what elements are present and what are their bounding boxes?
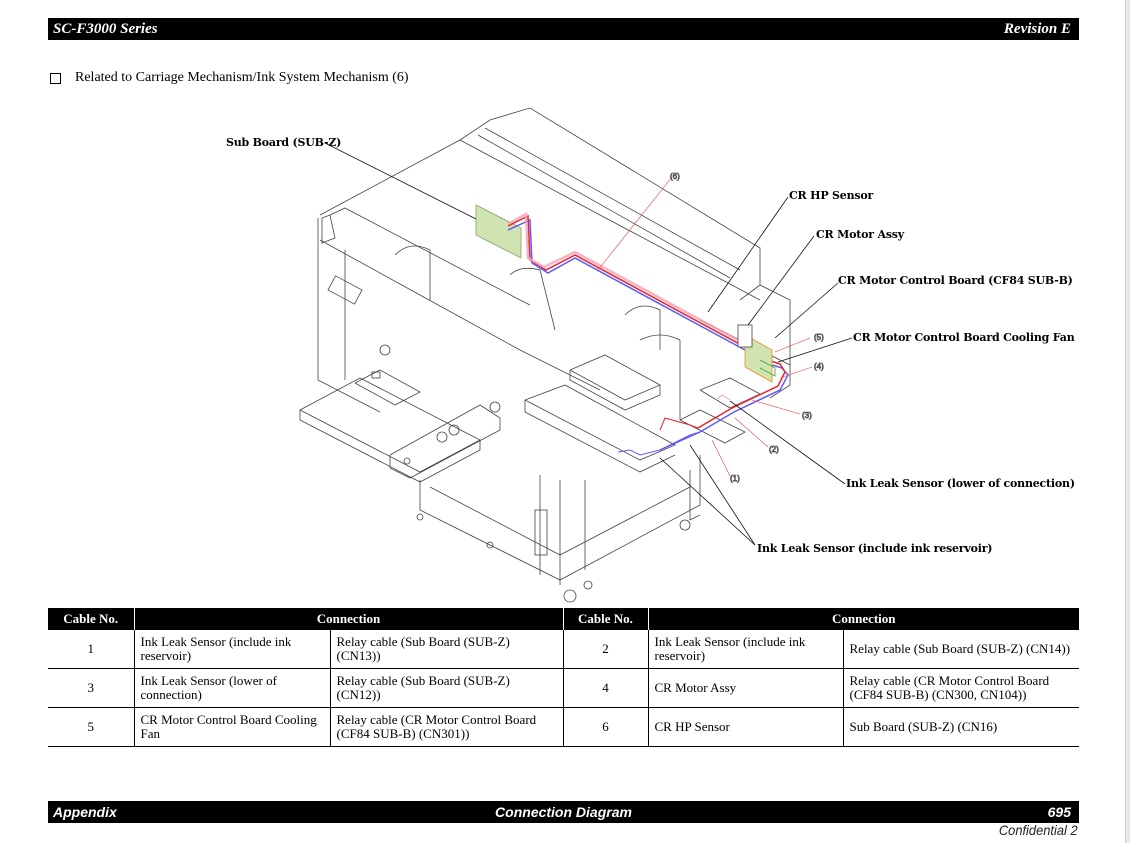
cable-marker-3: (3) — [802, 411, 812, 420]
connection-from: CR Motor Control Board Cooling Fan — [133, 707, 331, 747]
cable-number: 2 — [562, 630, 649, 669]
callout-cr-hp-sensor: CR HP Sensor — [789, 189, 874, 202]
table-row: 1 Ink Leak Sensor (include ink reservoir… — [48, 630, 1079, 669]
callout-ink-leak-reservoir: Ink Leak Sensor (include ink reservoir) — [757, 542, 993, 555]
table-header-row: Cable No. Connection Cable No. Connectio… — [48, 608, 1079, 630]
header-connection: Connection — [133, 608, 563, 630]
cable-number: 6 — [562, 707, 649, 747]
connection-from: Ink Leak Sensor (include ink reservoir) — [133, 630, 331, 669]
printer-illustration: (6) (5) (4) (3) (2) (1) — [299, 107, 853, 603]
callout-ink-leak-lower: Ink Leak Sensor (lower of connection) — [846, 477, 1075, 490]
callout-cooling-fan: CR Motor Control Board Cooling Fan — [853, 331, 1075, 344]
header-connection: Connection — [647, 608, 1079, 630]
connection-to: Relay cable (Sub Board (SUB-Z) (CN13)) — [329, 630, 564, 669]
table-row: 5 CR Motor Control Board Cooling Fan Rel… — [48, 707, 1079, 747]
table-row: 3 Ink Leak Sensor (lower of connection) … — [48, 668, 1079, 708]
callout-sub-board: Sub Board (SUB-Z) — [226, 136, 342, 149]
header-cable-no: Cable No. — [48, 608, 134, 630]
connection-to: Relay cable (CR Motor Control Board (CF8… — [329, 707, 564, 747]
sub-board-shape — [475, 204, 522, 259]
connection-from: Ink Leak Sensor (include ink reservoir) — [647, 630, 844, 669]
cable-number: 5 — [48, 707, 135, 747]
cable-marker-2: (2) — [769, 445, 779, 454]
confidential-label: Confidential 2 — [999, 822, 1078, 838]
cr-motor-shape — [737, 324, 753, 348]
revision-label: Revision E — [1003, 20, 1071, 37]
callout-cr-motor-assy: CR Motor Assy — [816, 228, 904, 241]
footer-title: Connection Diagram — [495, 804, 632, 820]
connection-diagram: (6) (5) (4) (3) (2) (1) Sub Board (SUB-Z… — [0, 95, 1130, 610]
connection-to: Relay cable (Sub Board (SUB-Z) (CN14)) — [842, 630, 1079, 669]
cable-number: 4 — [562, 668, 649, 708]
connection-to: Relay cable (Sub Board (SUB-Z) (CN12)) — [329, 668, 564, 708]
square-bullet-icon — [50, 72, 61, 84]
page-number: 695 — [1047, 804, 1071, 820]
connection-to: Sub Board (SUB-Z) (CN16) — [842, 707, 1079, 747]
page-footer: Appendix Connection Diagram 695 — [48, 801, 1079, 823]
cable-marker-4: (4) — [814, 362, 824, 371]
cable-number: 1 — [48, 630, 135, 669]
cable-marker-6: (6) — [670, 172, 680, 181]
connection-from: CR HP Sensor — [647, 707, 844, 747]
cable-marker-5: (5) — [814, 333, 824, 342]
cable-connection-table: Cable No. Connection Cable No. Connectio… — [48, 608, 1079, 747]
page-header: SC-F3000 Series Revision E — [48, 18, 1079, 40]
series-title: SC-F3000 Series — [53, 20, 158, 37]
printer-body — [299, 107, 791, 603]
footer-section: Appendix — [53, 804, 117, 820]
section-title: Related to Carriage Mechanism/Ink System… — [75, 70, 409, 85]
connection-from: CR Motor Assy — [647, 668, 844, 708]
cable-markers: (6) (5) (4) (3) (2) (1) — [670, 172, 825, 484]
cable-marker-1: (1) — [730, 474, 740, 483]
scrollbar[interactable] — [1125, 0, 1130, 843]
header-cable-no: Cable No. — [562, 608, 648, 630]
cable-number: 3 — [48, 668, 135, 708]
section-heading: Related to Carriage Mechanism/Ink System… — [50, 70, 409, 86]
callout-cr-motor-control-board: CR Motor Control Board (CF84 SUB-B) — [838, 274, 1073, 287]
connection-to: Relay cable (CR Motor Control Board (CF8… — [842, 668, 1079, 708]
connection-from: Ink Leak Sensor (lower of connection) — [133, 668, 331, 708]
